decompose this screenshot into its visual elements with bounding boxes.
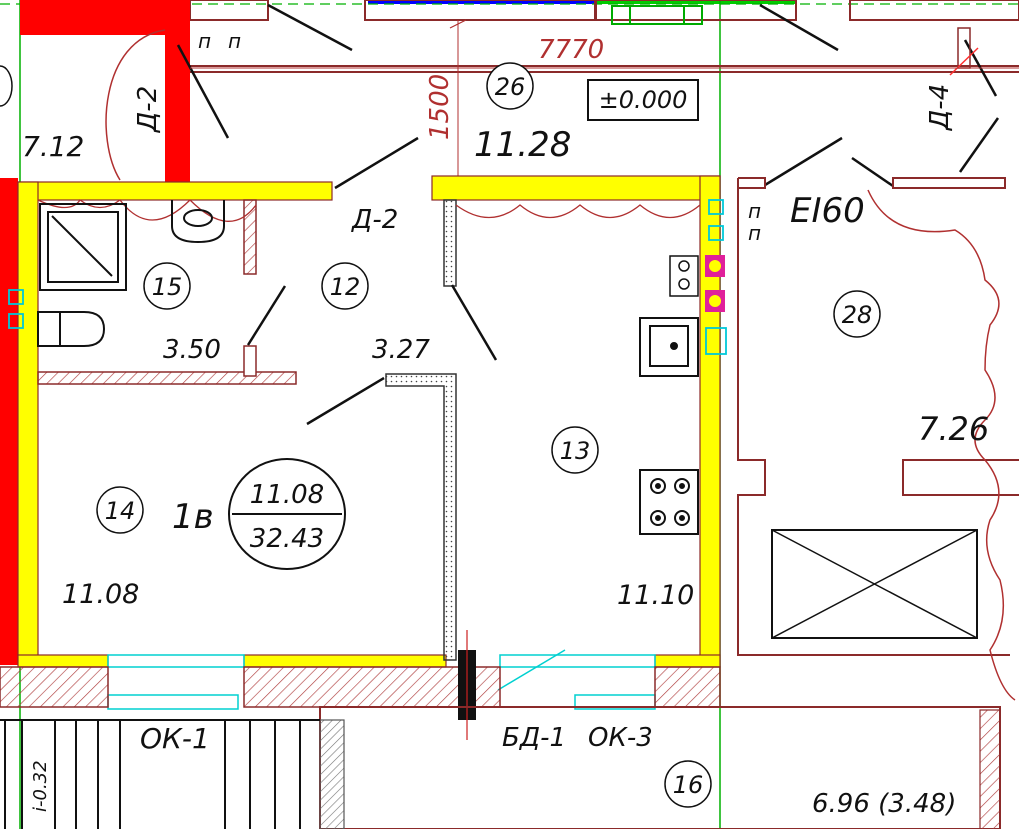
window-ok1: ОК-1 — [140, 722, 210, 755]
apartment-total-area: 32.43 — [250, 524, 324, 554]
door-leaf-15 — [246, 285, 287, 346]
left-edge-circle — [0, 65, 13, 107]
dim-side: i-0.32 — [30, 760, 51, 812]
balcony-wall-left — [319, 719, 345, 829]
room-number-13: 13 — [560, 437, 591, 465]
mark-p-4: п — [748, 221, 761, 245]
room-14-partition — [385, 373, 457, 661]
door-fire-rating: EI60 — [790, 191, 865, 231]
door-d2-mid: Д-2 — [351, 205, 398, 235]
room-number-circles — [96, 62, 881, 808]
outlets — [705, 255, 725, 312]
door-leaf-26-a — [267, 3, 353, 52]
left-room-area: 7.12 — [22, 130, 84, 163]
bath-wall — [37, 371, 297, 385]
mark-p-2: п — [228, 29, 241, 53]
room-area-16: 6.96 (3.48) — [812, 789, 956, 819]
door-d4: Д-4 — [925, 84, 955, 131]
door-balcony: БД-1 — [502, 723, 566, 753]
cyan-markers — [8, 199, 727, 355]
top-band-green — [596, 0, 796, 4]
door-leaf-28-a — [764, 136, 843, 187]
room-area-26: 11.28 — [474, 125, 571, 165]
d4-arrow — [949, 47, 979, 76]
bearing-wall-left — [0, 178, 18, 665]
door-leaf-d2-top — [176, 44, 230, 139]
room-number-28: 28 — [842, 301, 873, 329]
apartment-label: 1в — [172, 497, 214, 537]
door-d2-top: Д-2 — [133, 86, 163, 133]
washbasin — [171, 200, 225, 244]
room-area-28: 7.26 — [918, 410, 989, 448]
door-leaf-d4-b — [958, 117, 1000, 173]
door-leaf-28-b — [851, 156, 894, 188]
mark-p-3: п — [748, 199, 761, 223]
door-leaf-13 — [450, 284, 498, 361]
door-arc-d2-mid-right — [455, 204, 701, 218]
door-leaf-26-c — [334, 136, 419, 190]
door-arc-d2-top — [105, 29, 166, 181]
corridor-walls — [189, 0, 1019, 73]
bearing-wall-vertical-top — [165, 20, 190, 188]
level-mark-box — [587, 79, 699, 121]
apartment-living-area: 11.08 — [250, 480, 324, 510]
bearing-wall-horizontal-top — [20, 0, 190, 35]
room-area-15: 3.50 — [163, 335, 221, 365]
gas-meter — [669, 255, 699, 297]
room-28-walls — [737, 177, 1019, 656]
stair-left — [4, 720, 301, 829]
door-arcs-room-28 — [867, 189, 1016, 701]
door-leaf-26-b — [759, 3, 839, 52]
door-leaf-14 — [306, 376, 385, 426]
kitchen-partition — [443, 199, 457, 287]
window-ok3: ОК-3 — [588, 723, 653, 753]
dim-horizontal: 7770 — [538, 35, 604, 65]
exterior-wall-c — [654, 666, 721, 708]
toilet — [37, 311, 106, 347]
room-number-16: 16 — [673, 771, 704, 799]
room-area-13: 11.10 — [617, 580, 694, 611]
exterior-wall-b — [243, 666, 501, 708]
kitchen-sink — [639, 317, 699, 377]
room-number-14: 14 — [105, 497, 136, 525]
shower-tray — [39, 203, 127, 291]
top-equipment — [611, 5, 703, 25]
bath-wall-stub — [243, 199, 257, 275]
level-mark: ±0.000 — [599, 86, 688, 114]
dim-vertical-tick-top — [449, 19, 467, 29]
bath-wall-post — [243, 345, 257, 377]
exterior-wall-a — [0, 666, 109, 708]
room-area-12: 3.27 — [372, 335, 430, 365]
elevator-shaft — [771, 529, 978, 639]
room-number-26: 26 — [495, 73, 526, 101]
top-band-blue — [368, 0, 596, 4]
balcony-wall-right — [979, 709, 1001, 829]
mark-p-1: п — [198, 29, 211, 53]
elevator-cross-b — [771, 529, 978, 639]
stove — [639, 469, 699, 535]
room-area-14: 11.08 — [62, 579, 139, 610]
room-number-15: 15 — [152, 273, 183, 301]
dim-vertical: 1500 — [425, 74, 455, 140]
apartment-area-ellipse — [228, 458, 346, 570]
room-number-12: 12 — [330, 273, 361, 301]
